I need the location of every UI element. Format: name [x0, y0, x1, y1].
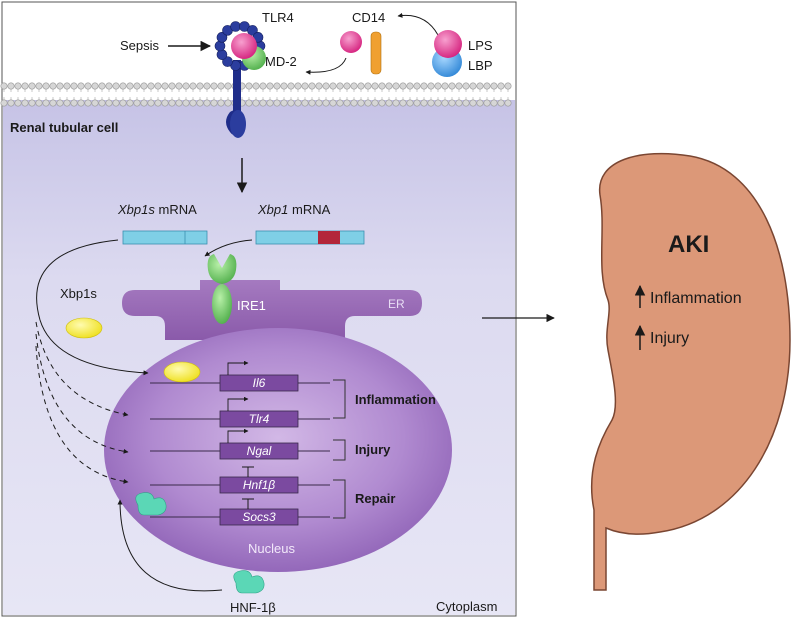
group-repair: Repair [355, 491, 395, 506]
cell-membrane [0, 82, 512, 107]
gene-3: Ngal [150, 428, 330, 460]
tlr4-bead [222, 56, 233, 67]
xbp1-mrna [255, 230, 365, 245]
hnf1b-protein-nuclear [135, 492, 167, 516]
lps-label: LPS [468, 38, 493, 53]
xbp1s-import-arrow [36, 239, 149, 376]
group-injury: Injury [355, 442, 391, 457]
md2-label: MD-2 [265, 54, 297, 69]
tlr4-stalk [226, 60, 246, 138]
xbp1-mrna-label: Xbp1 mRNA [257, 202, 331, 217]
gene-2: Tlr4 [150, 396, 330, 428]
hnf1b-import-arrow [117, 499, 223, 592]
xbp1s-protein-nuclear [163, 361, 201, 383]
hnf1b-label: HNF-1β [230, 600, 276, 615]
cd14-protein [370, 31, 382, 75]
kidney-effect-inflammation: Inflammation [650, 290, 742, 307]
gene-name: Ngal [247, 444, 272, 458]
gene-5: Socs3 [150, 498, 330, 526]
xbp1s-protein [65, 317, 103, 339]
gene-1: Il6 [150, 360, 330, 392]
xbp1s-protein-label: Xbp1s [60, 286, 97, 301]
gene-4: Hnf1β [150, 466, 330, 494]
gene-name: Hnf1β [243, 478, 275, 492]
tlr4-label: TLR4 [262, 10, 294, 25]
ire1-label: IRE1 [237, 298, 266, 313]
kidney-effect-injury: Injury [650, 330, 689, 347]
cell-title: Renal tubular cell [10, 120, 118, 135]
gene-brackets [333, 379, 346, 519]
tlr4-bead [214, 40, 226, 52]
lps-on-cd14 [340, 31, 362, 53]
splicing-arrow [204, 239, 253, 257]
lbp-label: LBP [468, 58, 493, 73]
xbp1s-mrna-label: Xbp1s mRNA [117, 202, 197, 217]
tlr4-bead [247, 25, 258, 36]
lps-to-cd14-arrow [397, 12, 439, 36]
tlr4-bead [230, 21, 241, 32]
er-label: ER [388, 297, 405, 311]
tlr4-bead [216, 32, 228, 43]
kidney-title: AKI [668, 231, 709, 258]
tlr4-bead [216, 49, 228, 60]
kidney-shape [590, 152, 791, 591]
cytoplasm-label: Cytoplasm [436, 599, 497, 614]
nucleus-label: Nucleus [248, 541, 295, 556]
lps-molecule [434, 30, 462, 58]
dashed-regulation-arrows [35, 321, 129, 484]
cd14-to-md2-arrow [305, 57, 347, 75]
gene-name: Tlr4 [249, 412, 270, 426]
ire1-protein [207, 254, 237, 324]
sepsis-label: Sepsis [120, 38, 160, 53]
group-inflammation: Inflammation [355, 392, 436, 407]
xbp1s-mrna [122, 230, 208, 245]
hnf1b-protein [233, 570, 265, 594]
endoplasmic-reticulum [122, 280, 422, 340]
lps-bound-to-tlr4 [231, 33, 257, 59]
gene-name: Socs3 [242, 510, 276, 524]
gene-name: Il6 [253, 376, 266, 390]
cd14-label: CD14 [352, 10, 385, 25]
